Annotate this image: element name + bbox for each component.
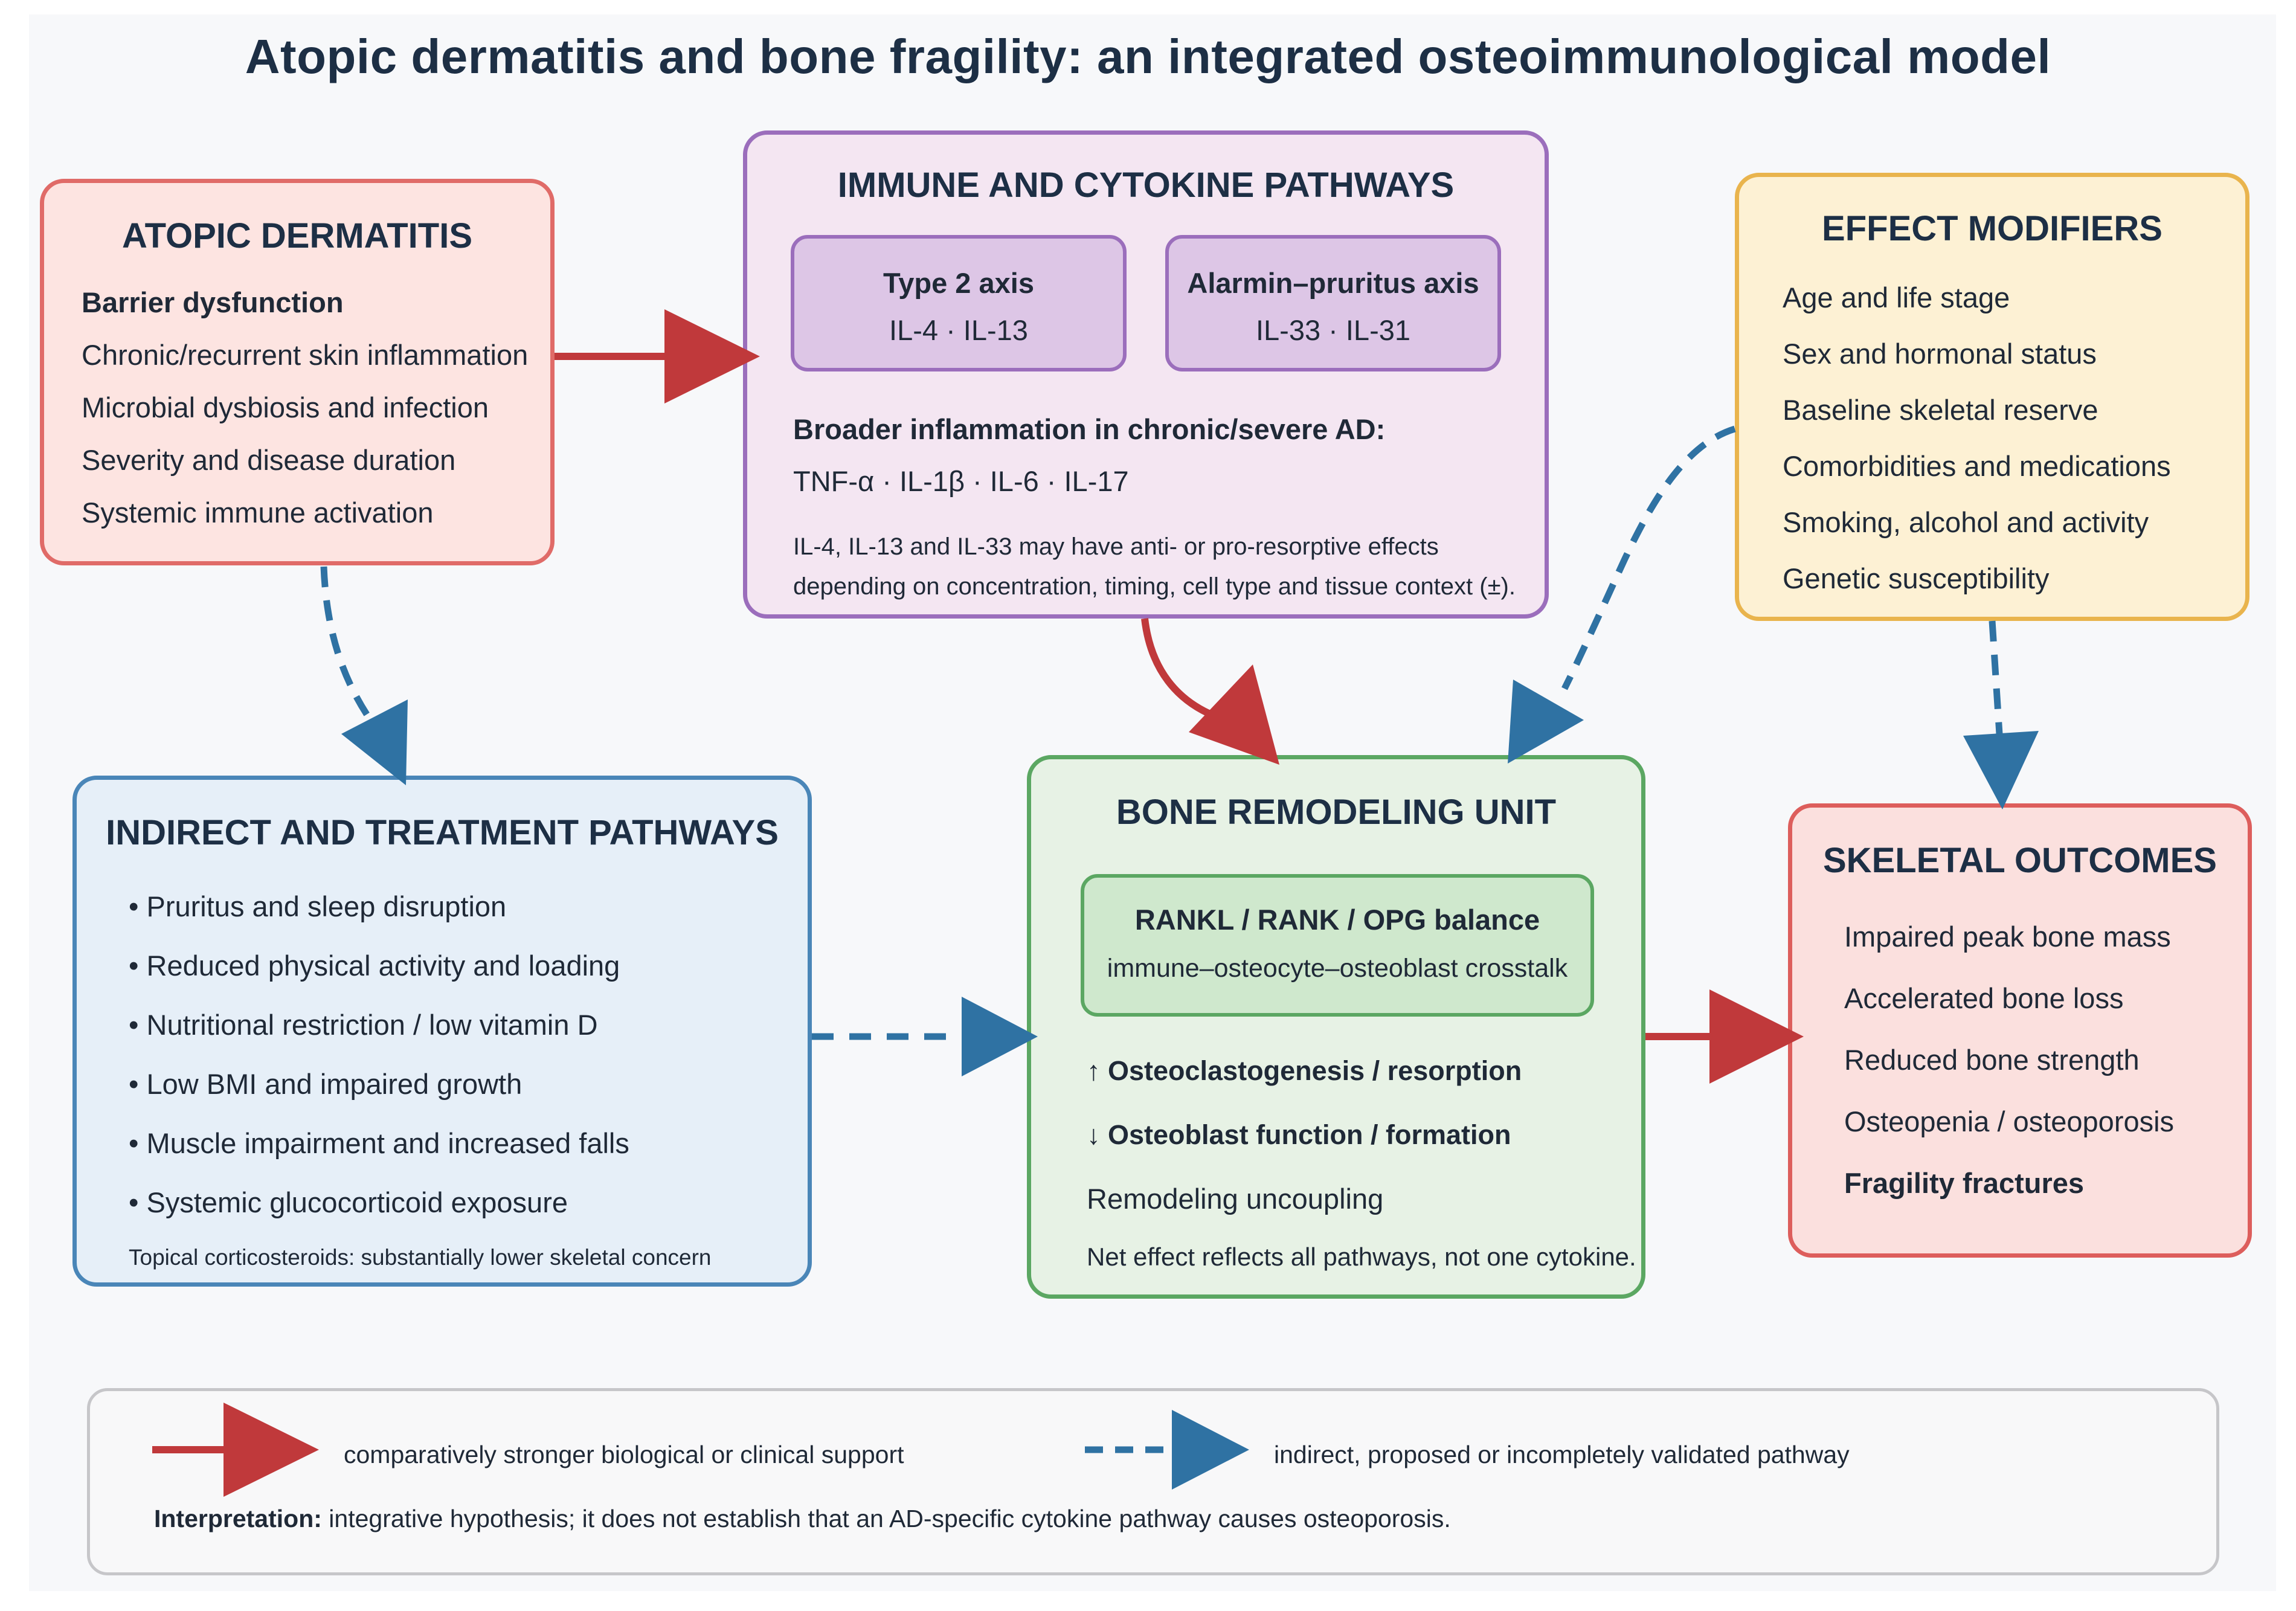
atopic-dermatitis-title: ATOPIC DERMATITIS (122, 216, 472, 256)
modifier-item-lifestyle: Smoking, alcohol and activity (1783, 506, 2149, 538)
arrow-ad-to-immune (555, 309, 760, 404)
diagram-title: Atopic dermatitis and bone fragility: an… (245, 30, 2051, 83)
rankl-balance-box: RANKL / RANK / OPG balance immune–osteoc… (1081, 874, 1594, 1017)
legend-solid-label: comparatively stronger biological or cli… (344, 1441, 904, 1468)
bone-remodeling-title: BONE REMODELING UNIT (1116, 793, 1557, 832)
legend-interpretation: Interpretation: integrative hypothesis; … (154, 1505, 1451, 1533)
modifier-item-skeletal-reserve: Baseline skeletal reserve (1783, 394, 2098, 426)
indirect-item-bmi: • Low BMI and impaired growth (129, 1068, 523, 1100)
rankl-subtitle: immune–osteocyte–osteoblast crosstalk (1107, 954, 1568, 983)
skeletal-item-osteoporosis: Osteopenia / osteoporosis (1844, 1105, 2175, 1137)
modifier-item-sex: Sex and hormonal status (1783, 338, 2097, 370)
skeletal-item-bone-loss: Accelerated bone loss (1844, 982, 2124, 1014)
indirect-item-pruritus: • Pruritus and sleep disruption (129, 890, 507, 922)
arrow-modifiers-to-skeletal (1963, 620, 2039, 809)
arrow-modifiers-to-bone (1508, 425, 1736, 764)
arrow-ad-to-indirect (320, 566, 408, 785)
legend-solid-arrow-icon (152, 1403, 319, 1497)
ad-item-inflammation: Chronic/recurrent skin inflammation (82, 339, 529, 371)
immune-cytokine-title: IMMUNE AND CYTOKINE PATHWAYS (837, 166, 1455, 205)
arrow-bone-to-skeletal (1645, 989, 1804, 1084)
indirect-item-activity: • Reduced physical activity and loading (129, 950, 620, 982)
bone-remodeling-box: BONE REMODELING UNIT RANKL / RANK / OPG … (1027, 755, 1645, 1299)
effect-modifiers-box: EFFECT MODIFIERS Age and life stage Sex … (1735, 173, 2249, 621)
modifier-item-genetic: Genetic susceptibility (1783, 562, 2050, 594)
immune-cytokine-box: IMMUNE AND CYTOKINE PATHWAYS Type 2 axis… (743, 130, 1549, 619)
alarmin-axis-title: Alarmin–pruritus axis (1187, 267, 1479, 299)
indirect-item-nutrition: • Nutritional restriction / low vitamin … (129, 1009, 598, 1041)
ad-item-dysbiosis: Microbial dysbiosis and infection (82, 391, 489, 423)
indirect-item-muscle: • Muscle impairment and increased falls (129, 1127, 629, 1159)
interpretation-text: integrative hypothesis; it does not esta… (321, 1505, 1451, 1532)
indirect-treatment-box: INDIRECT AND TREATMENT PATHWAYS • Prurit… (72, 776, 812, 1287)
skeletal-outcomes-title: SKELETAL OUTCOMES (1823, 841, 2217, 880)
legend-dashed-label: indirect, proposed or incompletely valid… (1274, 1441, 1850, 1468)
immune-note-line1: IL-4, IL-13 and IL-33 may have anti- or … (793, 533, 1439, 560)
ad-item-severity: Severity and disease duration (82, 444, 456, 476)
arrow-indirect-to-bone (812, 997, 1038, 1076)
legend-dashed-arrow-icon (1085, 1410, 1249, 1490)
bone-line-osteoblast: ↓ Osteoblast function / formation (1087, 1119, 1511, 1150)
bone-note: Net effect reflects all pathways, not on… (1087, 1243, 1636, 1271)
broader-inflammation-title: Broader inflammation in chronic/severe A… (793, 413, 1386, 445)
modifier-item-comorbidities: Comorbidities and medications (1783, 450, 2171, 482)
bone-line-osteoclastogenesis: ↑ Osteoclastogenesis / resorption (1087, 1055, 1522, 1086)
indirect-note: Topical corticosteroids: substantially l… (129, 1245, 712, 1270)
bone-line-uncoupling: Remodeling uncoupling (1087, 1183, 1384, 1215)
alarmin-axis-cytokines: IL-33 · IL-31 (1255, 314, 1411, 346)
type2-axis-box: Type 2 axis IL-4 · IL-13 (791, 235, 1127, 371)
indirect-treatment-title: INDIRECT AND TREATMENT PATHWAYS (106, 813, 779, 852)
type2-axis-cytokines: IL-4 · IL-13 (889, 314, 1028, 346)
ad-item-systemic: Systemic immune activation (82, 497, 434, 529)
rankl-title: RANKL / RANK / OPG balance (1134, 904, 1540, 936)
skeletal-item-strength: Reduced bone strength (1844, 1044, 2140, 1076)
skeletal-item-fractures: Fragility fractures (1844, 1167, 2085, 1199)
atopic-dermatitis-box: ATOPIC DERMATITIS Barrier dysfunction Ch… (40, 179, 555, 565)
type2-axis-title: Type 2 axis (883, 267, 1034, 299)
ad-item-barrier: Barrier dysfunction (82, 286, 344, 318)
arrow-immune-to-bone (1141, 618, 1279, 765)
alarmin-pruritus-axis-box: Alarmin–pruritus axis IL-33 · IL-31 (1165, 235, 1501, 371)
legend-box: comparatively stronger biological or cli… (87, 1388, 2219, 1575)
skeletal-item-peak-mass: Impaired peak bone mass (1844, 921, 2171, 953)
skeletal-outcomes-box: SKELETAL OUTCOMES Impaired peak bone mas… (1788, 803, 2252, 1258)
immune-note-line2: depending on concentration, timing, cell… (793, 573, 1516, 600)
effect-modifiers-title: EFFECT MODIFIERS (1822, 209, 2163, 248)
broader-inflammation-cytokines: TNF-α · IL-1β · IL-6 · IL-17 (793, 465, 1129, 497)
indirect-item-glucocorticoid: • Systemic glucocorticoid exposure (129, 1186, 568, 1218)
modifier-item-age: Age and life stage (1783, 281, 2010, 314)
interpretation-label: Interpretation: (154, 1505, 322, 1532)
